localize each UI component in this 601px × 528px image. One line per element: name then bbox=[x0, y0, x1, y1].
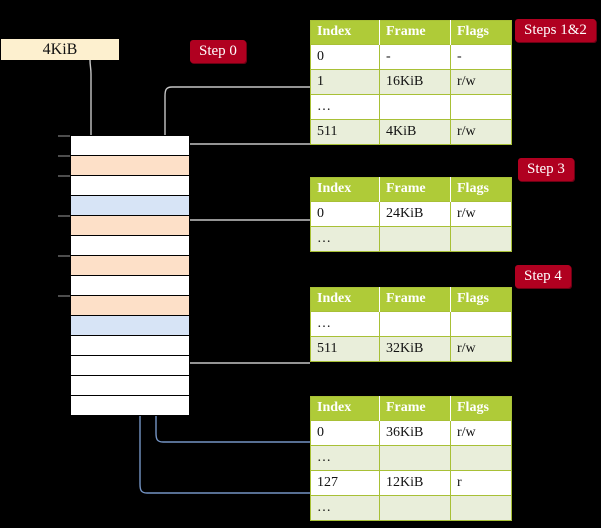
cell-index: … bbox=[310, 94, 380, 120]
cell-index: … bbox=[310, 495, 380, 521]
table-row: … bbox=[310, 226, 512, 252]
cell-frame: 16KiB bbox=[379, 69, 451, 95]
cell-frame: 36KiB bbox=[379, 420, 451, 446]
physical-memory-column bbox=[70, 135, 190, 416]
column-header-flags: Flags bbox=[450, 177, 512, 202]
cell-index: 511 bbox=[310, 336, 380, 362]
column-header-frame: Frame bbox=[379, 396, 451, 421]
cell-flags bbox=[450, 495, 512, 521]
cell-frame: - bbox=[379, 44, 451, 70]
memory-frame-row bbox=[71, 375, 189, 395]
cell-frame bbox=[379, 94, 451, 120]
cell-index: 0 bbox=[310, 201, 380, 227]
cell-flags bbox=[450, 226, 512, 252]
column-header-flags: Flags bbox=[450, 396, 512, 421]
memory-frame-row bbox=[71, 175, 189, 195]
column-header-flags: Flags bbox=[450, 20, 512, 45]
badge-steps-1-2: Steps 1&2 bbox=[515, 19, 596, 42]
memory-frame-row bbox=[71, 255, 189, 275]
cell-flags bbox=[450, 445, 512, 471]
column-header-index: Index bbox=[310, 396, 380, 421]
memory-frame-row bbox=[71, 195, 189, 215]
cell-frame: 12KiB bbox=[379, 470, 451, 496]
column-header-frame: Frame bbox=[379, 20, 451, 45]
cell-flags: r/w bbox=[450, 119, 512, 145]
cell-index: 0 bbox=[310, 420, 380, 446]
cell-index: … bbox=[310, 445, 380, 471]
memory-frame-row bbox=[71, 275, 189, 295]
cell-flags: r/w bbox=[450, 69, 512, 95]
memory-boundary-tick bbox=[58, 255, 72, 257]
memory-frame-row bbox=[71, 135, 189, 155]
cell-flags: r/w bbox=[450, 201, 512, 227]
memory-frame-row bbox=[71, 315, 189, 335]
cell-flags bbox=[450, 94, 512, 120]
memory-frame-row bbox=[71, 155, 189, 175]
table-row: … bbox=[310, 445, 512, 471]
cell-frame bbox=[379, 226, 451, 252]
memory-frame-row bbox=[71, 235, 189, 255]
cell-flags: r bbox=[450, 470, 512, 496]
column-header-frame: Frame bbox=[379, 177, 451, 202]
cell-index: 0 bbox=[310, 44, 380, 70]
badge-step-4: Step 4 bbox=[515, 265, 571, 288]
badge-step-0: Step 0 bbox=[190, 40, 246, 63]
column-header-index: Index bbox=[310, 287, 380, 312]
column-header-index: Index bbox=[310, 177, 380, 202]
cell-flags: r/w bbox=[450, 336, 512, 362]
cell-flags: - bbox=[450, 44, 512, 70]
cell-frame: 32KiB bbox=[379, 336, 451, 362]
table-row: … bbox=[310, 311, 512, 337]
cell-frame: 4KiB bbox=[379, 119, 451, 145]
memory-frame-row bbox=[71, 335, 189, 355]
column-header-flags: Flags bbox=[450, 287, 512, 312]
memory-boundary-tick bbox=[58, 155, 72, 157]
memory-boundary-tick bbox=[58, 135, 72, 137]
memory-frame-row bbox=[71, 295, 189, 315]
cell-flags: r/w bbox=[450, 420, 512, 446]
cell-index: 511 bbox=[310, 119, 380, 145]
column-header-frame: Frame bbox=[379, 287, 451, 312]
cell-index: … bbox=[310, 226, 380, 252]
cell-frame bbox=[379, 445, 451, 471]
table-row: … bbox=[310, 495, 512, 521]
column-header-index: Index bbox=[310, 20, 380, 45]
cell-frame bbox=[379, 311, 451, 337]
badge-step-3: Step 3 bbox=[518, 158, 574, 181]
cell-index: 127 bbox=[310, 470, 380, 496]
memory-boundary-tick bbox=[58, 295, 72, 297]
memory-size-tag: 4KiB bbox=[0, 38, 120, 61]
memory-frame-row bbox=[71, 355, 189, 375]
table-row: … bbox=[310, 94, 512, 120]
memory-boundary-tick bbox=[58, 215, 72, 217]
cell-index: 1 bbox=[310, 69, 380, 95]
memory-frame-row bbox=[71, 395, 189, 415]
cell-index: … bbox=[310, 311, 380, 337]
cell-frame: 24KiB bbox=[379, 201, 451, 227]
cell-flags bbox=[450, 311, 512, 337]
memory-frame-row bbox=[71, 215, 189, 235]
table-row: 0-- bbox=[310, 44, 512, 70]
memory-boundary-tick bbox=[58, 175, 72, 177]
cell-frame bbox=[379, 495, 451, 521]
